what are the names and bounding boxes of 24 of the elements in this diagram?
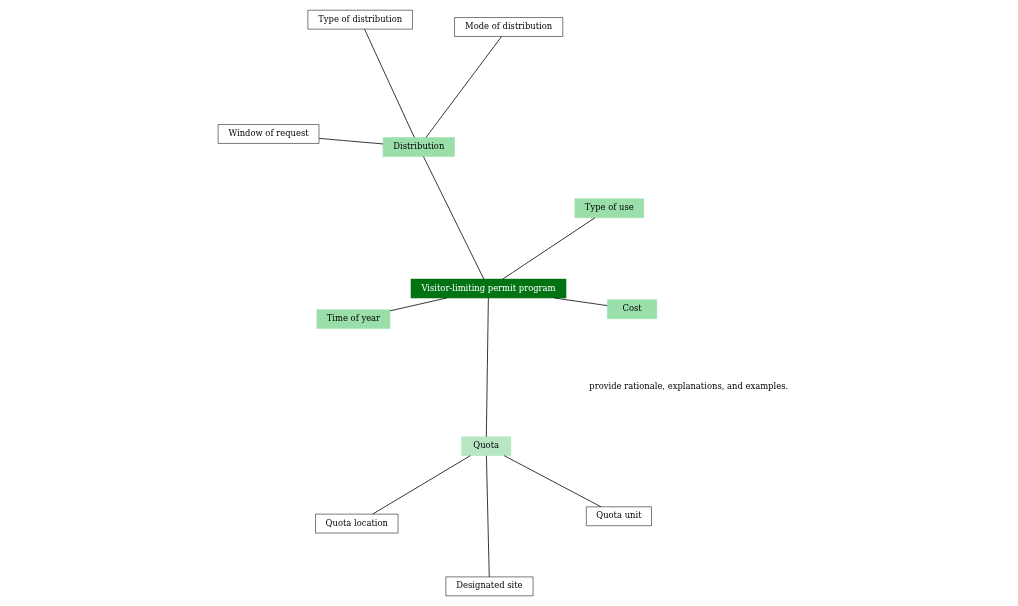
connector	[502, 217, 596, 280]
connector	[318, 138, 384, 145]
connector	[423, 156, 485, 280]
node-box: Type of use	[574, 198, 644, 218]
node-box: Type of distribution	[307, 9, 413, 30]
node-box: Distribution	[382, 137, 455, 157]
node-box: Window of request	[217, 124, 320, 144]
connector	[485, 297, 489, 438]
connector	[372, 455, 471, 515]
label: provide rationale, explanations, and examples.	[589, 380, 789, 391]
node-box: Designated site	[445, 576, 534, 597]
connector	[554, 297, 608, 306]
connector	[425, 36, 502, 138]
node-box: Quota	[461, 436, 512, 456]
connector	[503, 455, 602, 508]
node-box: Time of year	[316, 309, 391, 329]
node-box: Quota location	[315, 513, 399, 534]
connector	[364, 28, 415, 138]
connector	[389, 297, 448, 312]
node-box: Cost	[607, 299, 658, 319]
node-box: Quota unit	[586, 506, 652, 526]
node-box: Mode of distribution	[454, 17, 564, 37]
node-box: Visitor-limiting permit program	[410, 278, 567, 299]
connector	[486, 455, 490, 578]
